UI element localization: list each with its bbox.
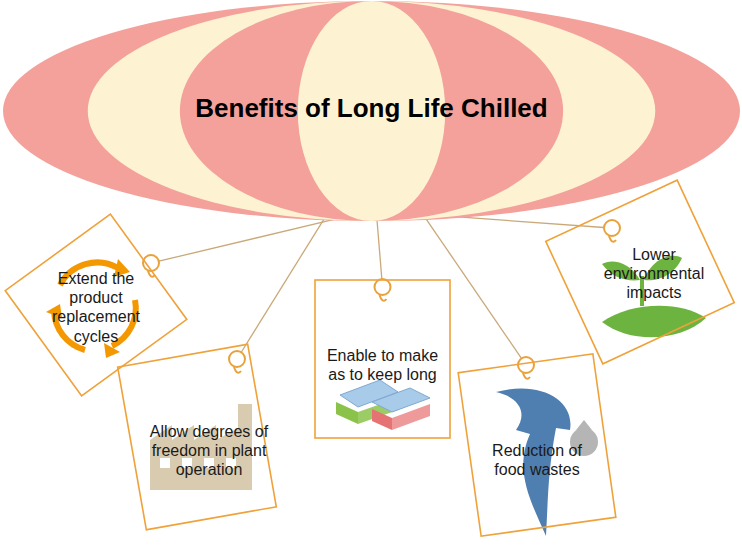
tag-border — [315, 280, 450, 438]
balloon-title: Benefits of Long Life Chilled — [72, 93, 672, 124]
hanging-string — [426, 219, 521, 359]
tag-node: Extend the product replacement cycles — [4, 213, 188, 397]
tag-node: Allow degrees of freedom in plant operat… — [120, 344, 274, 530]
benefit-text: Reduction of food wastes — [481, 441, 593, 479]
benefit-text: Enable to make as to keep long — [320, 346, 445, 384]
tag-border — [5, 214, 187, 396]
hanging-string — [159, 219, 334, 261]
tag-ring — [375, 279, 391, 295]
food-container-icon — [336, 380, 430, 430]
benefit-text: Lower environmental impacts — [597, 245, 711, 303]
tag-ring — [604, 220, 620, 236]
tag-hook — [609, 236, 616, 242]
tag-hook — [234, 367, 241, 373]
hanging-string — [377, 220, 382, 279]
hanging-string — [458, 217, 604, 228]
balloon-node: Benefits of Long Life Chilled — [3, 0, 740, 222]
benefit-text: Allow degrees of freedom in plant operat… — [149, 422, 269, 480]
balloon-stripe — [3, 1, 740, 221]
tag-hook — [380, 295, 387, 301]
arrowhead — [104, 343, 120, 358]
tag-node: Enable to make as to keep long — [314, 279, 451, 439]
tag-ring — [229, 351, 245, 367]
hanging-string — [241, 219, 324, 352]
tag-border — [458, 354, 616, 536]
tag-border — [118, 344, 277, 529]
tag-hook — [523, 373, 530, 379]
tag-border — [546, 180, 734, 364]
tag-node: Reduction of food wastes — [457, 352, 617, 538]
benefit-text: Extend the product replacement cycles — [44, 269, 148, 346]
tag-node: Lower environmental impacts — [545, 180, 735, 364]
tag-ring — [518, 357, 534, 373]
